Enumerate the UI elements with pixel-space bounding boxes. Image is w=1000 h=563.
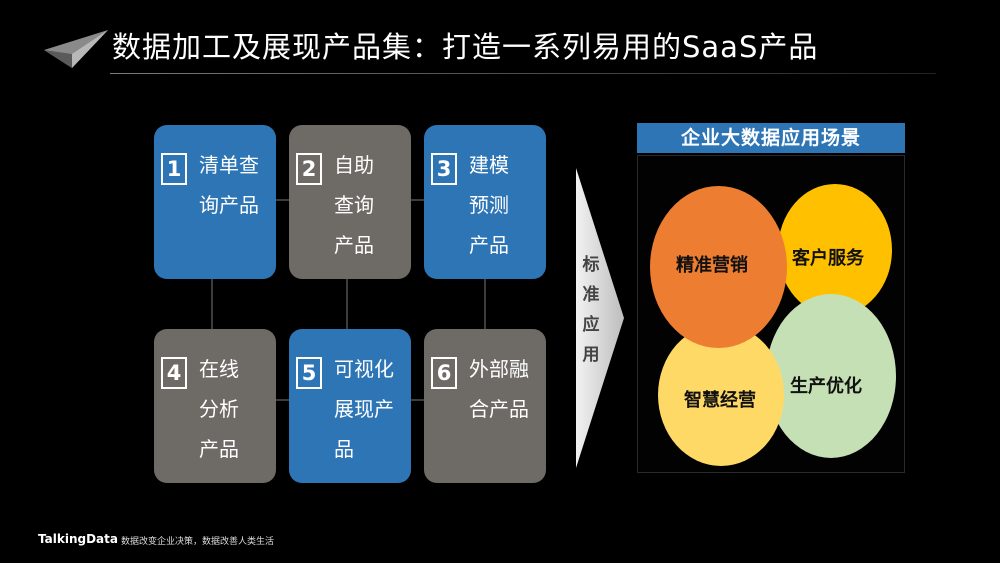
logo-mark-icon [44,30,108,68]
product-card-2: 2 自助查询产品 [289,125,411,279]
product-card-6: 6 外部融合产品 [424,329,546,483]
product-label: 可视化展现产品 [334,357,394,461]
product-label: 外部融合产品 [469,357,529,421]
scene-label-production: 生产优化 [790,376,862,397]
scene-label-marketing: 精准营销 [676,255,748,276]
product-connectors [211,199,486,401]
product-number: 5 [296,357,322,389]
product-card-5: 5 可视化展现产品 [289,329,411,483]
brand-logo: TalkingData [38,532,118,546]
arrow-char: 标 [582,255,600,275]
arrow-char: 应 [582,315,600,335]
brand-slogan: 数据改变企业决策，数据改善人类生活 [121,537,275,547]
product-number: 1 [161,153,187,185]
product-number: 2 [296,153,322,185]
scenes-panel: 精准营销 客户服务 智慧经营 生产优化 [637,155,905,473]
product-number: 6 [431,357,457,389]
product-card-3: 3 建模预测产品 [424,125,546,279]
arrow-char: 准 [582,285,600,305]
product-card-4: 4 在线分析产品 [154,329,276,483]
scenes-header: 企业大数据应用场景 [637,123,905,153]
scene-circle-marketing [650,186,787,348]
product-label: 清单查询产品 [199,153,259,217]
standard-arrow-label: 标 准 应 用 [582,250,600,370]
product-card-1: 1 清单查询产品 [154,125,276,279]
scene-circle-production [766,294,896,458]
product-number: 4 [161,357,187,389]
product-label: 建模预测产品 [469,153,509,257]
product-number: 3 [431,153,457,185]
product-label: 在线分析产品 [199,357,239,461]
scene-label-customer-service: 客户服务 [792,248,864,269]
page-title: 数据加工及展现产品集：打造一系列易用的SaaS产品 [112,30,819,64]
title-divider [110,73,936,74]
standard-arrow-icon [576,168,624,468]
product-label: 自助查询产品 [334,153,374,257]
scene-label-smart-ops: 智慧经营 [684,390,756,411]
arrow-char: 用 [582,345,600,365]
